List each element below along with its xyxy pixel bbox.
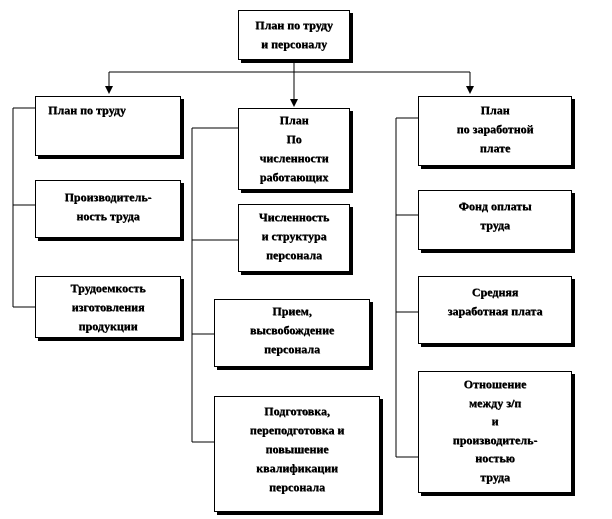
root-node: План по труду и персоналу xyxy=(238,10,350,60)
node-line: и xyxy=(491,414,499,428)
node-line: между з/п xyxy=(468,395,522,410)
node-line: труда xyxy=(480,469,510,484)
labor-plan-node: План по труду xyxy=(35,96,181,156)
node-line: Численность xyxy=(258,210,330,224)
node-line: переподготовка и xyxy=(249,423,345,437)
node-line: и структура xyxy=(261,229,327,243)
node-line: повышение xyxy=(265,442,329,456)
node-line: заработная плата xyxy=(447,304,543,318)
node-line: План xyxy=(480,103,510,117)
node-line: План по труду xyxy=(48,103,126,117)
node-line: персонала xyxy=(264,342,320,356)
node-line: продукции xyxy=(78,319,138,333)
node-line: Средняя xyxy=(471,285,519,299)
node-line: производитель- xyxy=(452,432,538,447)
node-line: ностью xyxy=(475,451,515,465)
labor-productivity-node: Производитель- ность труда xyxy=(35,180,181,238)
wage-plan-node: План по заработной плате xyxy=(418,96,572,166)
node-line: План xyxy=(279,113,309,127)
node-line: Подготовка, xyxy=(264,404,330,418)
node-line: высвобождение xyxy=(249,323,335,337)
node-line: персонала xyxy=(266,248,322,262)
node-line: по заработной xyxy=(456,122,534,136)
labor-intensity-node: Трудоемкость изготовления продукции xyxy=(35,276,181,338)
node-line: Трудоемкость xyxy=(70,281,146,295)
wage-productivity-ratio-node: Отношение между з/п и производитель- нос… xyxy=(418,371,572,493)
root-line: План по труду xyxy=(255,18,333,32)
average-wage-node: Средняя заработная плата xyxy=(418,276,572,344)
node-line: работающих xyxy=(259,170,329,184)
node-line: Отношение xyxy=(463,377,527,391)
root-line: и персоналу xyxy=(261,37,327,51)
node-line: плате xyxy=(479,141,511,155)
node-line: Фонд оплаты xyxy=(458,199,532,213)
node-line: Прием, xyxy=(272,304,312,318)
node-line: труда xyxy=(480,218,510,232)
staff-structure-node: Численность и структура персонала xyxy=(238,204,350,272)
node-line: квалификации xyxy=(256,461,338,475)
node-line: изготовления xyxy=(71,300,145,314)
node-line: Производитель- xyxy=(64,190,152,204)
hiring-release-node: Прием, высвобождение персонала xyxy=(214,299,370,367)
wage-fund-node: Фонд оплаты труда xyxy=(418,190,572,250)
node-line: По xyxy=(286,132,302,146)
headcount-plan-node: План По численности работающих xyxy=(238,108,350,190)
training-node: Подготовка, переподготовка и повышение к… xyxy=(214,396,380,512)
node-line: ность труда xyxy=(76,209,140,223)
node-line: персонала xyxy=(269,480,325,494)
node-line: численности xyxy=(259,151,329,165)
